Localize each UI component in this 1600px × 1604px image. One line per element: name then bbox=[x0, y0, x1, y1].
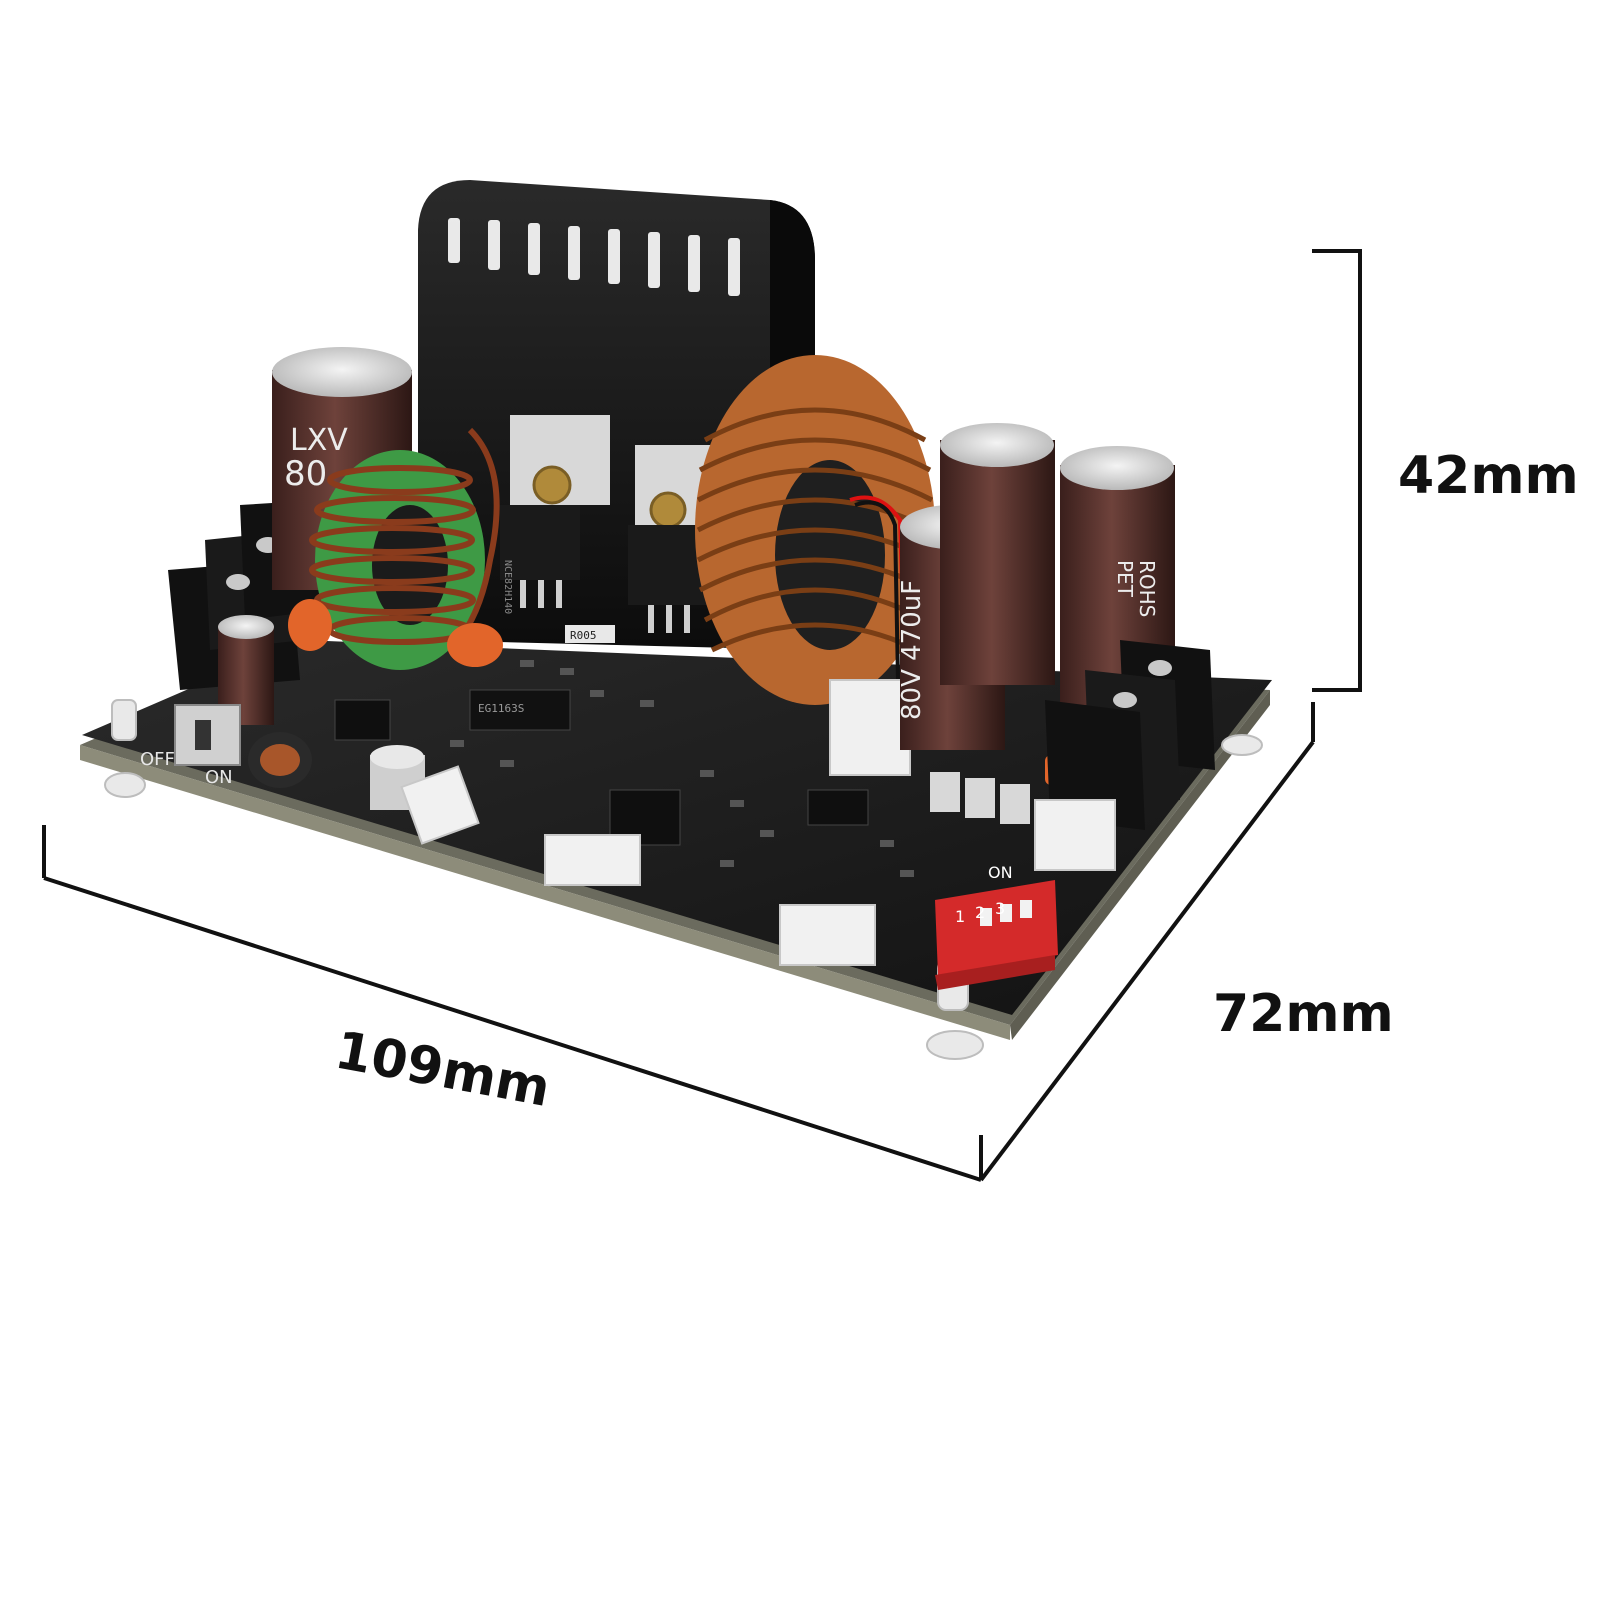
mosfet-left: NCE82H140 bbox=[500, 415, 610, 614]
microcontroller-chip bbox=[609, 789, 681, 846]
cap-pet-label: PET bbox=[1113, 560, 1137, 598]
dip-switch: ON 1 2 3 bbox=[935, 863, 1058, 990]
height-dimension-label: 42mm bbox=[1398, 446, 1579, 506]
sense-resistor: R005 bbox=[565, 625, 615, 643]
regulator-chip bbox=[334, 699, 391, 741]
dip-number-1: 1 bbox=[955, 907, 965, 926]
cap-left-line-1: LXV bbox=[290, 423, 348, 458]
power-switch: OFF ON bbox=[140, 704, 241, 788]
cap-rohs-label: ROHS bbox=[1135, 560, 1159, 617]
capacitor-right-middle bbox=[940, 423, 1055, 685]
cap-left-line-2: 80 bbox=[284, 454, 327, 494]
op-amp-chip bbox=[807, 789, 869, 826]
cap-right-rating: 80V 470uF bbox=[897, 580, 927, 720]
capacitor-small-left bbox=[218, 615, 274, 725]
mosfet-label: NCE82H140 bbox=[502, 560, 513, 614]
switch-on-label: ON bbox=[205, 767, 233, 788]
switch-off-label: OFF bbox=[140, 749, 175, 770]
smd-inductor bbox=[248, 732, 312, 788]
output-terminal-block bbox=[1045, 640, 1215, 830]
ic-label: EG1163S bbox=[478, 702, 524, 715]
dip-on-label: ON bbox=[988, 863, 1013, 882]
resistor-label: R005 bbox=[570, 629, 597, 642]
toroid-inductor-small bbox=[309, 427, 500, 670]
depth-dimension-label: 72mm bbox=[1213, 984, 1394, 1044]
dip-number-3: 3 bbox=[995, 899, 1005, 918]
shunt-resistors bbox=[930, 772, 1030, 824]
dip-number-2: 2 bbox=[975, 903, 985, 922]
white-connectors bbox=[400, 765, 1116, 966]
toroid-inductor-large bbox=[695, 355, 935, 776]
smd-components bbox=[450, 660, 914, 877]
controller-ic: EG1163S bbox=[469, 689, 571, 731]
dimension-lines bbox=[42, 249, 1362, 1182]
